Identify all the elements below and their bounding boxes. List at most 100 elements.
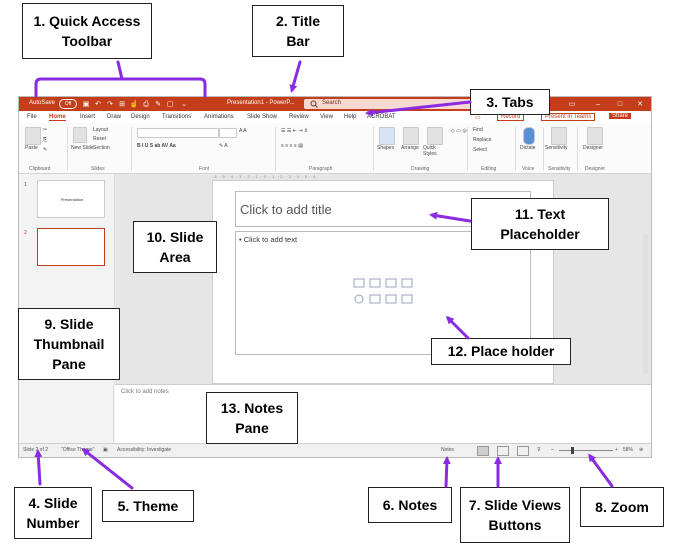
tab-home[interactable]: Home [49,114,66,121]
designer-icon[interactable] [587,127,603,145]
slide-sorter-view-icon[interactable] [497,446,509,456]
paste-label: Paste [25,145,38,151]
quick-styles-icon[interactable] [427,127,443,145]
tab-design[interactable]: Design [131,114,150,120]
spelling-icon[interactable]: ▣ [103,447,108,453]
ribbon-display-icon[interactable]: ▭ [568,101,576,108]
content-placeholder[interactable]: • Click to add text [235,231,531,355]
reading-view-icon[interactable] [517,446,529,456]
close-icon[interactable]: ✕ [637,101,643,108]
share-button[interactable]: Share [609,113,632,119]
vertical-scrollbar[interactable] [643,234,648,374]
shape-fill-icon[interactable]: ◇ ▭ ◎ [451,128,467,134]
zoom-slider[interactable] [559,450,613,451]
find-button[interactable]: Find [473,127,483,133]
tab-file[interactable]: File [27,114,37,120]
align-icon[interactable]: ≡ ≡ ≡ ≡ ▤ [281,143,303,149]
cut-icon[interactable]: ✂ [43,127,48,133]
group-drawing: Drawing [411,166,430,172]
new-file-icon[interactable]: ▢ [166,101,174,108]
search-box[interactable]: Search [304,99,474,109]
callout-notes: 6. Notes [368,487,452,523]
font-style-buttons[interactable]: B I U S ab AV Aa [137,143,176,149]
tab-transitions[interactable]: Transitions [162,114,192,120]
accessibility-indicator[interactable]: Accessibility: Investigate [117,447,172,453]
section-button[interactable]: Section [93,145,110,151]
customize-toolbar-icon[interactable]: ⌄ [181,101,187,108]
save-icon[interactable]: ▣ [82,101,90,108]
format-painter-icon[interactable]: ✎ [155,101,161,108]
ribbon: Paste ✂ ⎘ ✎ New Slide Layout Reset Secti… [19,123,651,174]
minimize-icon[interactable]: – [596,101,600,108]
group-font: Font [199,166,210,172]
file-name: Presentation1 - PowerP... [227,100,295,106]
zoom-out-icon[interactable]: – [551,447,554,453]
bullets-icon[interactable]: ☰ ☰ ⇤ ⇥ ⇕ [281,128,309,134]
replace-button[interactable]: Replace [473,137,492,143]
select-button[interactable]: Select [473,147,487,153]
tab-slide-show[interactable]: Slide Show [247,114,278,120]
group-editing: Editing [481,166,497,172]
tab-view[interactable]: View [320,114,333,120]
callout-slide-area: 10. Slide Area [133,221,217,273]
status-bar: Slide 2 of 2 "Office Theme" ▣ Accessibil… [19,443,651,457]
autosave-toggle[interactable]: Off [59,99,77,109]
ribbon-tabs: File Home Insert Draw Design Transitions… [19,111,651,123]
microphone-icon[interactable] [523,127,535,145]
tab-animations[interactable]: Animations [204,114,234,120]
paste-icon[interactable] [25,127,41,145]
start-from-beginning-icon[interactable]: ⊞ [119,101,125,108]
arrange-icon[interactable] [403,127,419,145]
tab-review[interactable]: Review [289,114,309,120]
theme-indicator: "Office Theme" [61,447,95,453]
tab-help[interactable]: Help [344,114,357,120]
zoom-level[interactable]: 58% [623,447,634,453]
thumbnail-2-number: 2 [24,230,27,236]
slide-show-icon[interactable]: ⊽ [537,447,541,453]
thumbnail-1-title: Presentation [60,197,84,202]
group-sensitivity: Sensitivity [548,166,571,172]
new-slide-label: New Slide [71,145,94,151]
content-placeholder-text: • Click to add text [239,235,298,244]
font-name-dropdown[interactable] [137,128,219,138]
insert-content-icons[interactable] [352,276,418,308]
shapes-icon[interactable] [379,127,395,145]
font-size-controls-icon[interactable]: A A [239,128,247,134]
sensitivity-icon[interactable] [551,127,567,145]
tab-draw[interactable]: Draw [107,114,122,120]
notes-pane[interactable]: Click to add notes [115,384,651,443]
tab-insert[interactable]: Insert [80,114,96,120]
normal-view-icon[interactable] [477,446,489,456]
title-bar: AutoSave Off ▣ ↶ ↷ ⊞ ☝ ⎙ ✎ ▢ ⌄ Presentat… [19,97,651,111]
thumbnail-pane-footer [19,384,114,442]
zoom-in-icon[interactable]: + [615,447,618,453]
zoom-slider-thumb[interactable] [571,447,574,454]
copy-icon[interactable]: ⎘ [43,137,48,143]
font-size-dropdown[interactable] [219,128,237,138]
reset-button[interactable]: Reset [93,136,107,142]
callout-text-placeholder: 11. Text Placeholder [471,198,609,250]
tab-acrobat[interactable]: ACROBAT [367,114,396,120]
maximize-icon[interactable]: □ [617,101,623,108]
quick-styles-label: Quick Styles [423,145,437,157]
fit-to-window-icon[interactable]: ⊕ [639,447,644,453]
comments-icon[interactable]: ▭ [475,115,481,121]
arrange-label: Arrange [401,145,419,151]
callout-slide-number: 4. Slide Number [14,487,92,539]
sensitivity-label: Sensitivity [545,145,568,151]
layout-button[interactable]: Layout [93,127,109,133]
undo-icon[interactable]: ↶ [95,101,101,108]
slide-thumbnail-2[interactable] [37,228,105,266]
slide-thumbnail-1[interactable]: Presentation [37,180,105,218]
redo-icon[interactable]: ↷ [107,101,113,108]
format-painter-brush-icon[interactable]: ✎ [43,147,48,153]
notes-button[interactable]: Notes [441,447,455,453]
font-color-icon[interactable]: ✎ A [219,143,228,149]
print-icon[interactable]: ⎙ [143,101,149,108]
touch-mode-icon[interactable]: ☝ [129,101,139,108]
callout-zoom: 8. Zoom [580,487,664,527]
callout-thumbnail-pane: 9. Slide Thumbnail Pane [18,308,120,380]
new-slide-icon[interactable] [73,127,87,143]
present-in-teams-button[interactable]: Present in Teams [541,113,596,121]
